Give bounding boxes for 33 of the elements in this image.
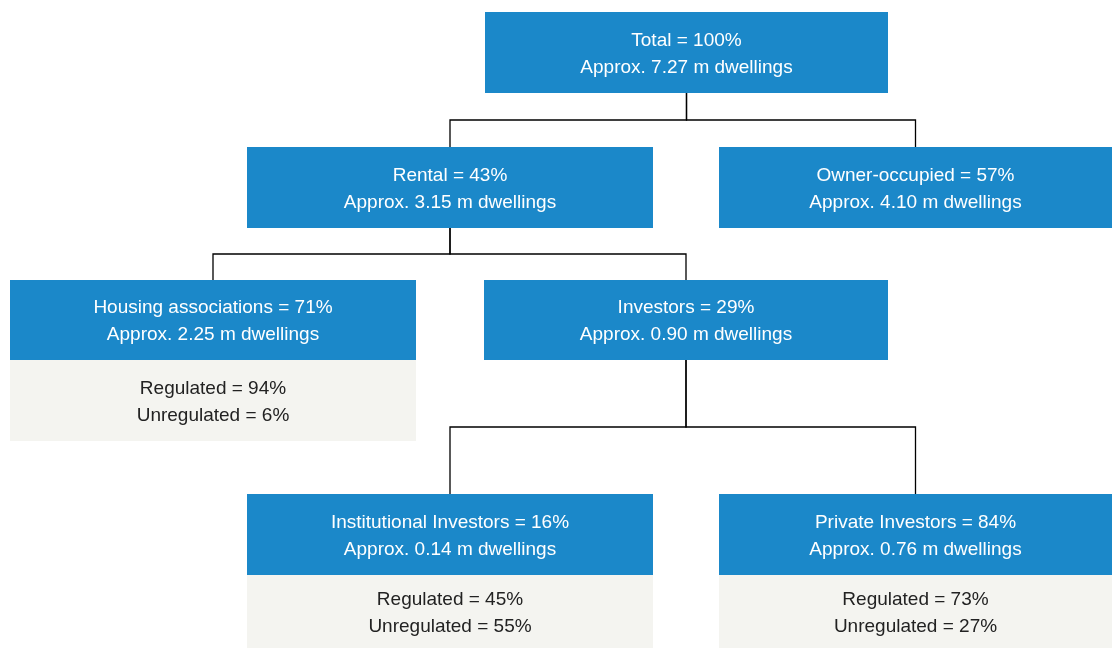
category-box bbox=[10, 280, 416, 360]
detail-panel bbox=[247, 575, 653, 648]
share-text: Regulated = 73% bbox=[842, 586, 989, 611]
share-text: Private Investors = 84% bbox=[814, 509, 1017, 534]
dwellings-text: Approx. 3.15 m dwellings bbox=[343, 189, 557, 214]
dwellings-text: Approx. 0.90 m dwellings bbox=[579, 322, 793, 346]
share-text: Regulated = 94% bbox=[139, 375, 287, 400]
share-text: Unregulated = 6% bbox=[136, 402, 290, 427]
category-box bbox=[719, 494, 1112, 575]
category-box bbox=[247, 494, 653, 575]
category-box bbox=[719, 147, 1112, 228]
detail-panel bbox=[10, 360, 416, 441]
share-text: Owner-occupied = 57% bbox=[816, 162, 1015, 187]
share-text: Housing associations = 71% bbox=[93, 295, 333, 319]
share-text: Unregulated = 27% bbox=[833, 613, 998, 638]
connector-line bbox=[685, 92, 917, 148]
dwellings-text: Approx. 7.27 m dwellings bbox=[580, 54, 793, 79]
connector-line bbox=[449, 227, 687, 281]
dwellings-text: Approx. 0.14 m dwellings bbox=[343, 536, 557, 561]
connector-line bbox=[685, 359, 917, 495]
category-box bbox=[484, 280, 888, 360]
share-text: Regulated = 45% bbox=[376, 586, 524, 611]
share-text: Total = 100% bbox=[631, 27, 742, 52]
share-text: Institutional Investors = 16% bbox=[330, 509, 570, 534]
share-text: Investors = 29% bbox=[617, 295, 755, 319]
detail-panel bbox=[719, 575, 1112, 648]
share-text: Rental = 43% bbox=[392, 162, 508, 187]
dwellings-text: Approx. 4.10 m dwellings bbox=[809, 189, 1022, 214]
dwellings-text: Approx. 2.25 m dwellings bbox=[106, 322, 320, 346]
share-text: Unregulated = 55% bbox=[368, 613, 532, 638]
category-box bbox=[485, 12, 888, 93]
dwellings-text: Approx. 0.76 m dwellings bbox=[809, 536, 1022, 561]
category-box bbox=[247, 147, 653, 228]
